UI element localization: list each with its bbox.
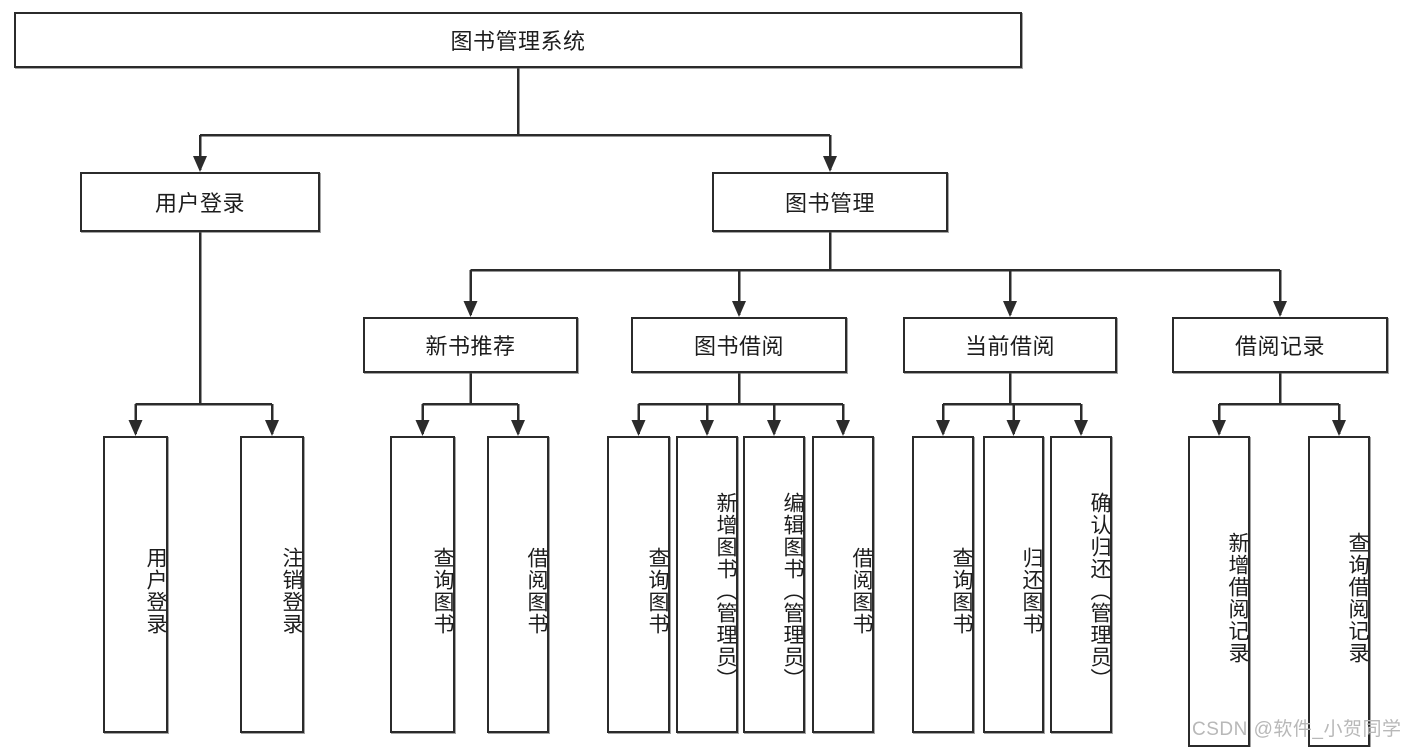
node-label-cb_return: 归还图书 — [1020, 546, 1043, 635]
node-box-cb_query[interactable]: 查询图书 — [912, 436, 974, 733]
arrowhead-login_in — [128, 420, 143, 436]
arrowhead-bw_edit — [767, 420, 781, 436]
node-label-rc_add: 新增借阅记录 — [1226, 531, 1249, 664]
node-box-bw_borrow[interactable]: 借阅图书 — [812, 436, 874, 733]
node-box-bookmgmt[interactable]: 图书管理 — [712, 172, 948, 232]
node-label-cb_confirm: 确认归还（管理员） — [1088, 491, 1111, 690]
node-box-rc_add[interactable]: 新增借阅记录 — [1188, 436, 1250, 747]
arrowhead-bookmgmt — [823, 156, 837, 172]
arrowhead-cb_confirm — [1074, 420, 1088, 436]
node-box-bw_query[interactable]: 查询图书 — [607, 436, 670, 733]
node-label-rc_query: 查询借阅记录 — [1346, 531, 1369, 664]
node-label-login: 用户登录 — [154, 191, 245, 216]
node-label-bw_add: 新增图书（管理员） — [714, 491, 737, 690]
arrowhead-login — [193, 156, 207, 172]
node-box-root[interactable]: 图书管理系统 — [14, 12, 1022, 68]
node-label-nb_borrow: 借阅图书 — [525, 546, 548, 635]
node-box-records[interactable]: 借阅记录 — [1172, 317, 1388, 373]
node-box-nb_query[interactable]: 查询图书 — [390, 436, 455, 733]
node-box-nb_borrow[interactable]: 借阅图书 — [487, 436, 549, 733]
node-box-borrow[interactable]: 图书借阅 — [631, 317, 847, 373]
node-box-cb_return[interactable]: 归还图书 — [983, 436, 1044, 733]
node-label-bw_query: 查询图书 — [646, 546, 669, 635]
node-box-bw_add[interactable]: 新增图书（管理员） — [676, 436, 738, 733]
node-label-current: 当前借阅 — [964, 334, 1055, 359]
node-box-newbook[interactable]: 新书推荐 — [363, 317, 578, 373]
node-label-nb_query: 查询图书 — [431, 546, 454, 635]
arrowhead-cb_return — [1006, 420, 1021, 436]
node-label-cb_query: 查询图书 — [950, 546, 973, 635]
arrowhead-nb_borrow — [511, 420, 525, 436]
arrowhead-bw_borrow — [836, 420, 850, 436]
arrowhead-records — [1273, 301, 1287, 317]
watermark-label: CSDN @软件_小贺同学 — [1192, 719, 1402, 740]
arrowhead-nb_query — [415, 420, 430, 436]
arrowhead-borrow — [732, 301, 746, 317]
node-label-bw_edit: 编辑图书（管理员） — [781, 491, 804, 690]
node-label-bw_borrow: 借阅图书 — [850, 546, 873, 635]
arrowhead-newbook — [463, 301, 478, 317]
arrowhead-login_out — [265, 420, 279, 436]
node-box-login_in[interactable]: 用户登录 — [103, 436, 168, 733]
node-label-bookmgmt: 图书管理 — [784, 191, 875, 216]
arrowhead-bw_query — [631, 420, 646, 436]
arrowhead-current — [1003, 301, 1017, 317]
node-box-login[interactable]: 用户登录 — [80, 172, 320, 232]
node-label-login_in: 用户登录 — [144, 546, 167, 635]
arrowhead-cb_query — [936, 420, 950, 436]
node-label-root: 图书管理系统 — [450, 29, 586, 54]
arrowhead-rc_query — [1332, 420, 1346, 436]
node-box-rc_query[interactable]: 查询借阅记录 — [1308, 436, 1370, 747]
node-label-borrow: 图书借阅 — [693, 334, 784, 359]
node-box-bw_edit[interactable]: 编辑图书（管理员） — [743, 436, 805, 733]
node-label-login_out: 注销登录 — [280, 546, 303, 635]
node-label-newbook: 新书推荐 — [425, 334, 516, 359]
node-box-login_out[interactable]: 注销登录 — [240, 436, 304, 733]
arrowhead-rc_add — [1212, 420, 1226, 436]
node-box-current[interactable]: 当前借阅 — [903, 317, 1117, 373]
node-label-records: 借阅记录 — [1234, 334, 1325, 359]
arrowhead-bw_add — [700, 420, 714, 436]
node-box-cb_confirm[interactable]: 确认归还（管理员） — [1050, 436, 1112, 733]
